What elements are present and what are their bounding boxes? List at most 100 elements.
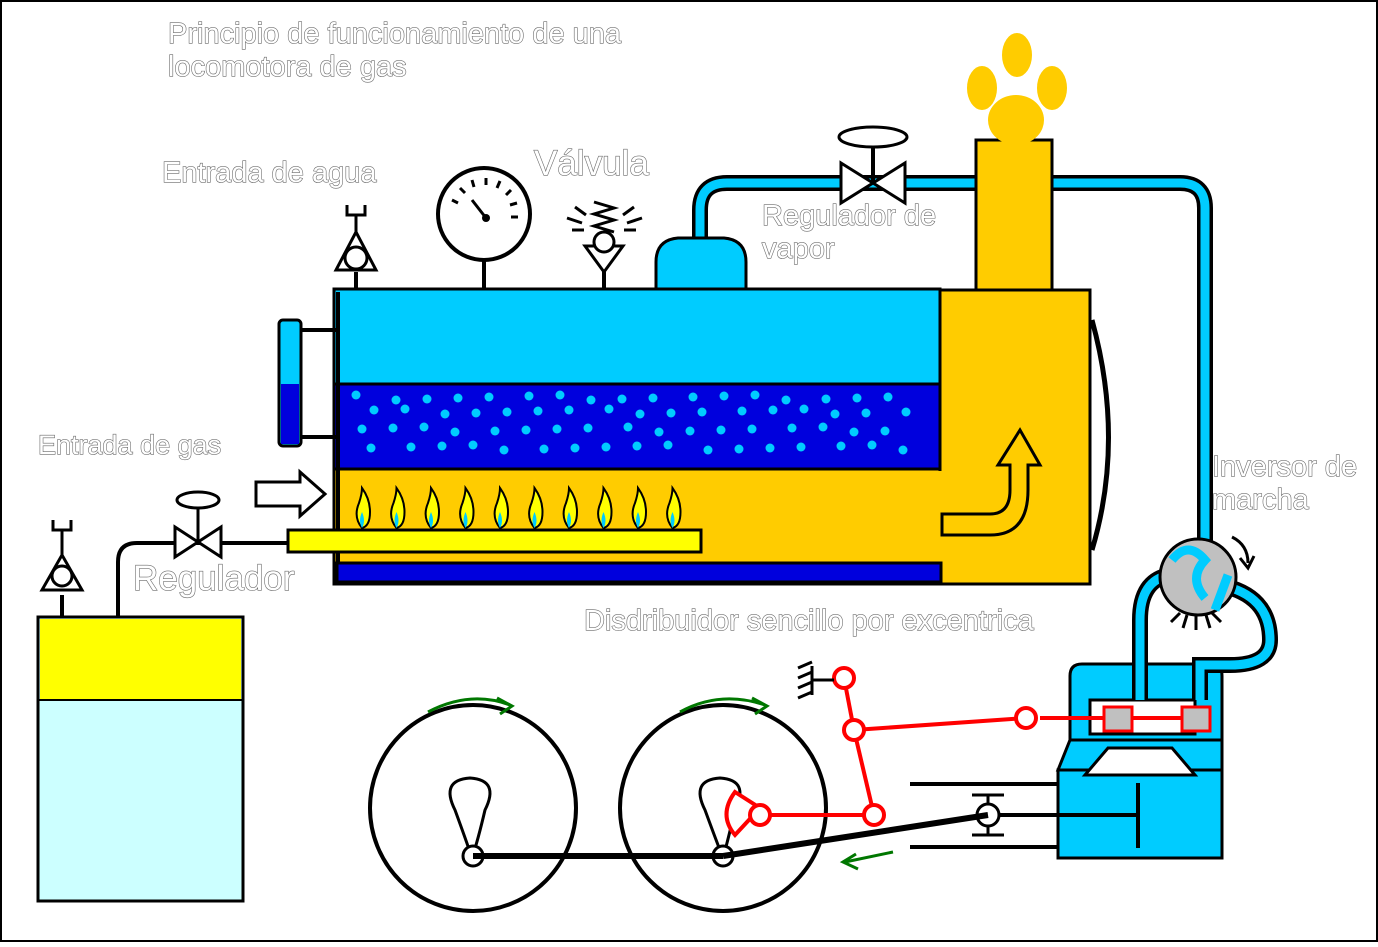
water-inlet-valve-icon [333, 205, 379, 290]
bubble [555, 390, 565, 400]
bubble [440, 409, 450, 419]
bubble [422, 394, 432, 404]
safety-valve-icon [566, 200, 643, 290]
bubble [737, 406, 747, 416]
bubble [648, 393, 658, 403]
water-inlet-label: Entrada de agua [161, 156, 377, 189]
bubble [697, 407, 707, 417]
flue-gas-arrow-icon [940, 427, 1043, 537]
tank-valve-icon [39, 520, 85, 617]
distributor-label: Disdribuidor sencillo por excentrica [583, 604, 1034, 637]
title-line-1: Principio de funcionamiento de una [167, 17, 622, 50]
flame-icon [631, 484, 648, 530]
chimney [974, 138, 1054, 303]
reverser-label-line-2: marcha [1211, 484, 1309, 517]
bubble [821, 394, 831, 404]
bubble [471, 408, 481, 418]
bubble [787, 423, 797, 433]
bubble [796, 442, 806, 452]
flame-icon [355, 484, 372, 530]
flame-icon [390, 484, 406, 530]
bubble [369, 405, 379, 415]
bubble [898, 445, 908, 455]
bubble [357, 424, 367, 434]
bubble [663, 440, 673, 450]
bubble [836, 441, 846, 451]
bubble [635, 409, 645, 419]
valve-gear-linkage [724, 666, 1038, 839]
bubble [570, 443, 580, 453]
rotation-arrow-icon [427, 696, 894, 871]
bubble [867, 440, 877, 450]
smokebox-door [1089, 319, 1111, 551]
bubble [601, 442, 611, 452]
gas-inlet-label: Entrada de gas [37, 429, 222, 460]
bubble [388, 423, 398, 433]
bubble [604, 404, 614, 414]
bubble [502, 407, 512, 417]
bubble [586, 395, 596, 405]
wheel-front [368, 703, 578, 913]
slide-valve [1040, 705, 1212, 733]
bubble [391, 395, 401, 405]
bubble [830, 409, 840, 419]
bubble [484, 392, 494, 402]
flame-icon [424, 484, 441, 530]
connecting-rod [722, 812, 989, 859]
bubble [632, 441, 642, 451]
flame-icon [459, 484, 475, 530]
bubble [564, 405, 574, 415]
bubble [880, 426, 890, 436]
flame-icon [528, 484, 544, 530]
flames [355, 484, 682, 530]
wheel-rear [618, 703, 828, 913]
reverser-label-line-1: Inversor de [1211, 450, 1358, 483]
bubble [799, 404, 809, 414]
bubble [685, 426, 695, 436]
gas-regulator-label: Regulador [132, 558, 295, 598]
steam-regulator-label-line-2: vapor [761, 233, 835, 266]
bubble [351, 390, 361, 400]
bubble [419, 422, 429, 432]
gas-tank [36, 615, 245, 903]
bubble [533, 406, 543, 416]
bubble [617, 394, 627, 404]
bubble [400, 404, 410, 414]
steam-regulator-valve-icon [837, 125, 909, 206]
water-bubbles [351, 390, 911, 455]
bubble [734, 444, 744, 454]
valve-label: Válvula [533, 143, 649, 183]
bubble [852, 393, 862, 403]
bubble [623, 422, 633, 432]
bubble [861, 408, 871, 418]
bubble [521, 425, 531, 435]
bubble [539, 444, 549, 454]
diagram-title: Principio de funcionamiento de una locom… [167, 17, 622, 85]
fixed-pivot-icon [797, 660, 834, 700]
bubble [406, 442, 416, 452]
bubble [716, 425, 726, 435]
bubble [849, 427, 859, 437]
flame-icon [562, 484, 579, 530]
smoke-icon [967, 33, 1067, 145]
flame-icon [493, 484, 510, 530]
bubble [901, 407, 911, 417]
flame-icon [666, 484, 682, 530]
bubble [688, 392, 698, 402]
steam-regulator-label: Regulador de vapor [761, 199, 936, 267]
bubble [583, 423, 593, 433]
gas-inlet-arrow-icon [254, 468, 328, 520]
bubble [437, 441, 447, 451]
bubble [781, 395, 791, 405]
bubble [765, 443, 775, 453]
bubble [666, 408, 676, 418]
piston [910, 782, 1140, 849]
gas-line [116, 541, 288, 617]
flame-icon [597, 484, 613, 530]
gas-burner-tube [286, 528, 703, 554]
bubble [747, 424, 757, 434]
bubble [654, 427, 664, 437]
bubble [750, 390, 760, 400]
